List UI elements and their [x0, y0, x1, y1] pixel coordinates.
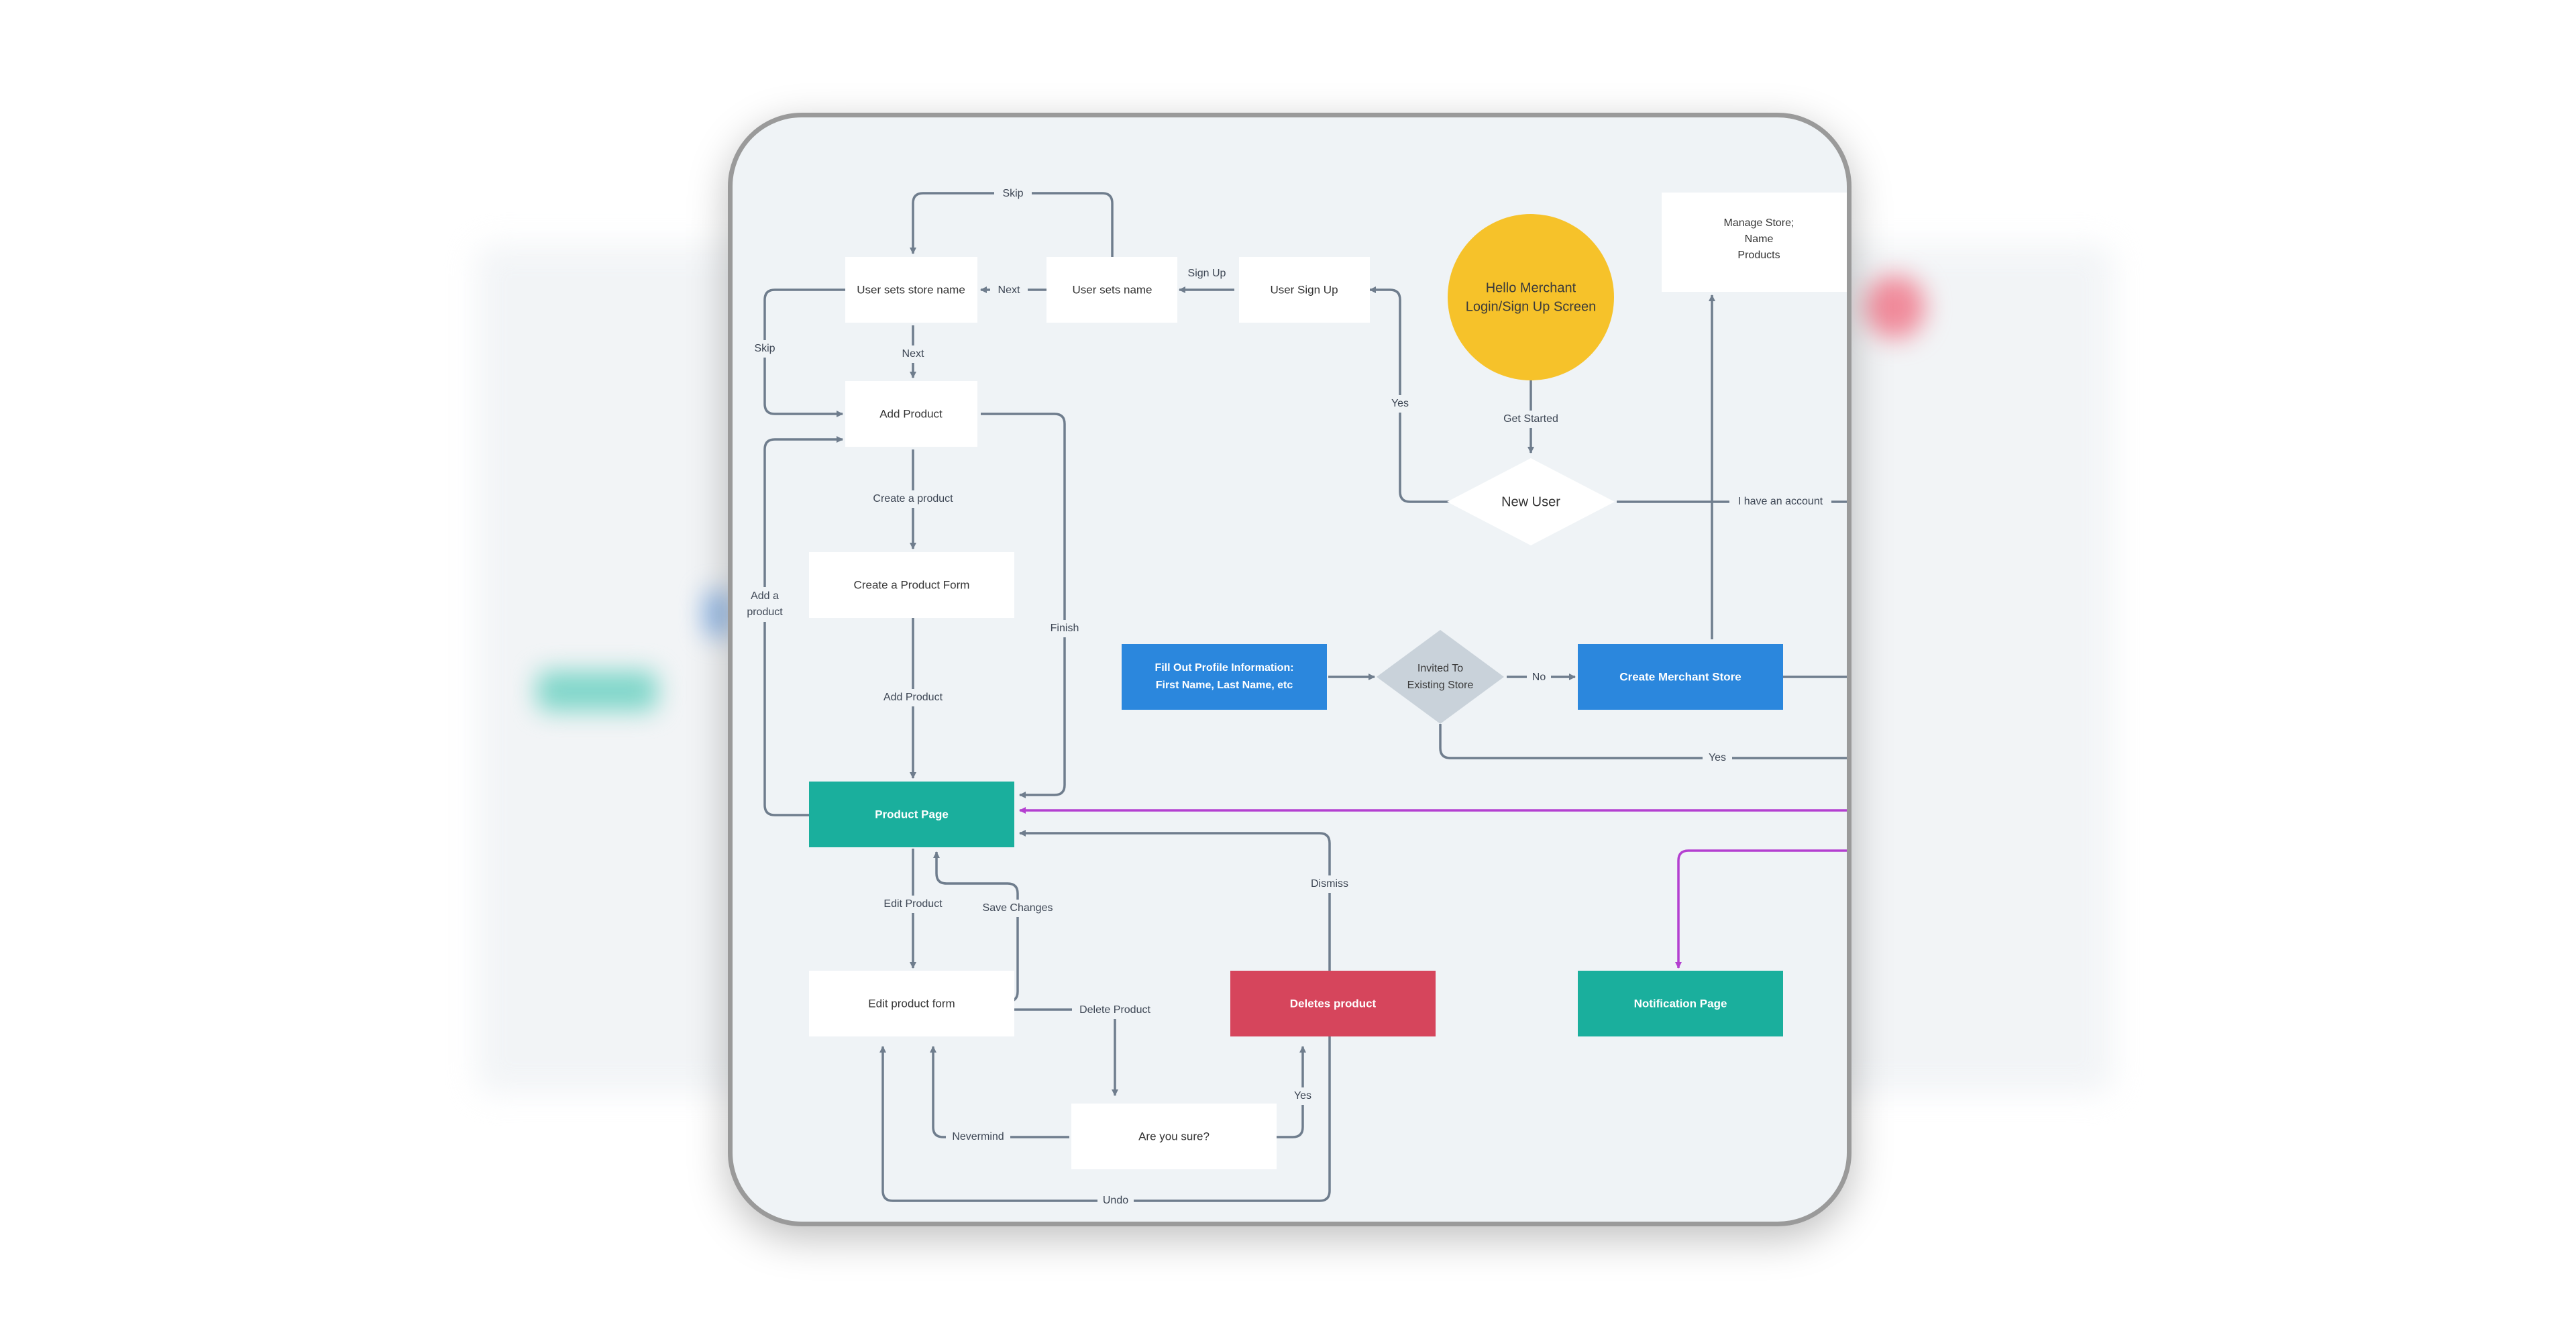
- label-undo: Undo: [1103, 1195, 1128, 1206]
- hello-merchant-line1: Hello Merchant: [1486, 280, 1576, 295]
- blurred-blue-shape: [704, 590, 731, 637]
- edit-product-form-label: Edit product form: [868, 997, 955, 1010]
- add-product-label: Add Product: [879, 407, 943, 420]
- label-yes-delete: Yes: [1294, 1090, 1311, 1102]
- blurred-red-shape: [1865, 275, 1925, 339]
- manage-store-line3: Products: [1737, 250, 1780, 261]
- edge-dismiss: [1019, 830, 1331, 971]
- flowchart-canvas: Skip Next Sign Up Skip Next Yes Get Star…: [743, 184, 1851, 1210]
- invited-line1: Invited To: [1417, 663, 1463, 674]
- node-create-product-form[interactable]: Create a Product Form: [809, 552, 1014, 618]
- user-sets-store-name-label: User sets store name: [857, 283, 965, 296]
- label-skip-left: Skip: [754, 343, 775, 354]
- label-next-vertical: Next: [902, 348, 924, 360]
- node-manage-store[interactable]: Manage Store; Name Products: [1662, 193, 1851, 292]
- label-yes-invited: Yes: [1709, 752, 1726, 763]
- node-invited-existing-store[interactable]: Invited To Existing Store: [1377, 630, 1504, 724]
- label-delete-product: Delete Product: [1079, 1004, 1150, 1016]
- label-yes-new-user: Yes: [1391, 398, 1409, 409]
- node-product-page[interactable]: Product Page: [809, 782, 1014, 847]
- edge-skip-top: [910, 192, 1114, 257]
- label-sign-up: Sign Up: [1188, 268, 1226, 279]
- edge-nevermind: [930, 1046, 1069, 1138]
- node-edit-product-form[interactable]: Edit product form: [809, 971, 1014, 1036]
- label-add-product: Add Product: [883, 692, 943, 703]
- label-save-changes: Save Changes: [983, 902, 1053, 914]
- deletes-product-label: Deletes product: [1290, 997, 1377, 1010]
- user-sets-name-label: User sets name: [1072, 283, 1152, 296]
- edge-yes-delete: [1276, 1046, 1306, 1138]
- edge-save-changes: [933, 851, 1019, 1003]
- edge-yes-invited: [1439, 724, 1847, 759]
- edge-finish: [981, 413, 1066, 798]
- node-hello-merchant[interactable]: Hello Merchant Login/Sign Up Screen: [1448, 214, 1614, 380]
- blurred-teal-shape: [537, 671, 657, 711]
- notification-page-label: Notification Page: [1634, 997, 1727, 1010]
- node-are-you-sure[interactable]: Are you sure?: [1071, 1104, 1277, 1169]
- label-have-account: I have an account: [1738, 496, 1823, 507]
- new-user-label: New User: [1501, 494, 1560, 509]
- edge-purple-to-notification: [1675, 849, 1847, 969]
- label-add-a-product-1: Add a: [751, 590, 779, 602]
- node-user-sets-store-name[interactable]: User sets store name: [845, 257, 977, 323]
- edge-add-a-product: [763, 436, 843, 816]
- label-dismiss: Dismiss: [1311, 878, 1348, 890]
- label-get-started: Get Started: [1503, 413, 1558, 425]
- label-skip-top: Skip: [1002, 188, 1023, 199]
- diagram-frame: Skip Next Sign Up Skip Next Yes Get Star…: [728, 113, 1851, 1226]
- label-edit-product: Edit Product: [883, 898, 943, 910]
- label-nevermind: Nevermind: [952, 1131, 1004, 1142]
- hello-merchant-line2: Login/Sign Up Screen: [1466, 299, 1597, 314]
- node-notification-page[interactable]: Notification Page: [1578, 971, 1783, 1036]
- node-fill-profile[interactable]: Fill Out Profile Information: First Name…: [1122, 644, 1327, 710]
- node-user-sign-up[interactable]: User Sign Up: [1239, 257, 1370, 323]
- fill-profile-line1: Fill Out Profile Information:: [1155, 662, 1293, 674]
- label-next-horizontal: Next: [998, 284, 1020, 296]
- node-add-product[interactable]: Add Product: [845, 381, 977, 447]
- manage-store-line1: Manage Store;: [1724, 217, 1794, 229]
- manage-store-line2: Name: [1745, 233, 1774, 245]
- label-no: No: [1532, 672, 1546, 683]
- fill-profile-line2: First Name, Last Name, etc: [1156, 680, 1293, 691]
- product-page-label: Product Page: [875, 808, 949, 820]
- label-add-a-product-2: product: [747, 606, 783, 618]
- are-you-sure-label: Are you sure?: [1138, 1130, 1210, 1142]
- user-sign-up-label: User Sign Up: [1270, 283, 1338, 296]
- node-new-user[interactable]: New User: [1447, 458, 1615, 545]
- node-user-sets-name[interactable]: User sets name: [1046, 257, 1177, 323]
- label-create-a-product: Create a product: [873, 493, 953, 504]
- create-product-form-label: Create a Product Form: [854, 578, 970, 591]
- node-create-merchant-store[interactable]: Create Merchant Store: [1578, 644, 1783, 710]
- label-finish: Finish: [1051, 623, 1079, 634]
- node-deletes-product[interactable]: Deletes product: [1230, 971, 1436, 1036]
- invited-line2: Existing Store: [1407, 680, 1474, 691]
- create-merchant-store-label: Create Merchant Store: [1619, 670, 1741, 683]
